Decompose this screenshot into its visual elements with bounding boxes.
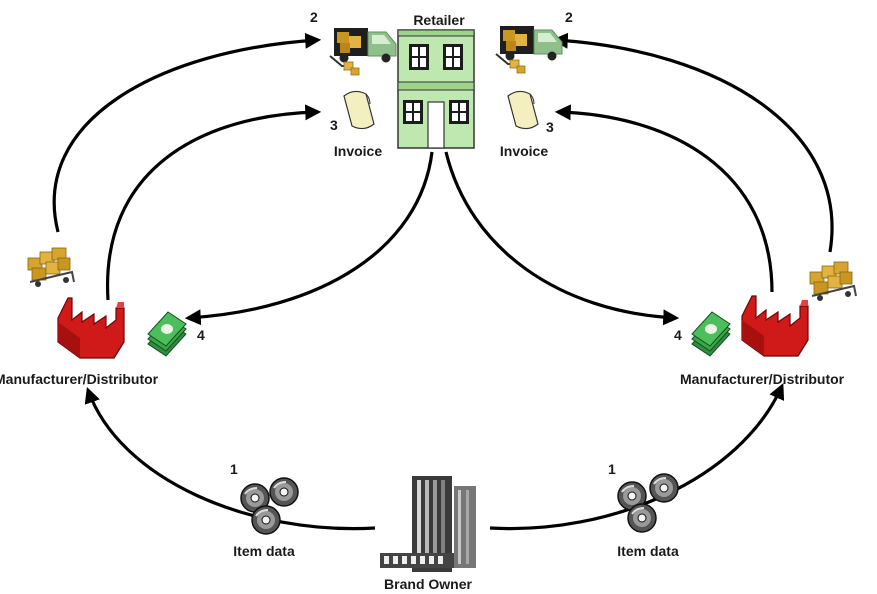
factory-icon — [57, 297, 125, 359]
step-number: 3 — [330, 117, 338, 133]
retail-store-icon — [397, 29, 475, 149]
crates-icon — [27, 247, 75, 288]
invoice-icon — [343, 90, 375, 130]
step-number: 1 — [608, 461, 616, 477]
flow-arrow-invoice-right — [554, 104, 774, 293]
invoice-label-left: Invoice — [334, 143, 382, 159]
step-number: 2 — [310, 9, 318, 25]
retailer-label: Retailer — [413, 12, 465, 28]
flow-arrow-item-data-left — [84, 386, 376, 531]
truck-icon — [495, 25, 563, 74]
truck-icon — [329, 27, 397, 76]
step-number: 1 — [230, 461, 238, 477]
manufacturer-label-left: Manufacturer/Distributor — [0, 371, 159, 387]
flow-arrow-shipment-right — [551, 32, 834, 253]
invoice-label-right: Invoice — [500, 143, 548, 159]
manufacturer-label-right: Manufacturer/Distributor — [680, 371, 845, 387]
brand-owner-label: Brand Owner — [384, 576, 472, 592]
step-number: 2 — [565, 9, 573, 25]
crates-icon — [809, 261, 857, 302]
invoice-icon — [507, 90, 539, 130]
item-data-label-left: Item data — [233, 543, 295, 559]
step-number: 4 — [197, 327, 205, 343]
step-number: 3 — [546, 119, 554, 135]
step-number: 4 — [674, 327, 682, 343]
factory-icon — [741, 295, 809, 357]
money-icon — [691, 311, 731, 357]
flow-arrow-payment-left — [184, 151, 434, 326]
office-building-icon — [380, 476, 476, 572]
money-icon — [147, 311, 187, 357]
flow-arrow-payment-right — [444, 151, 680, 326]
data-disc-icon — [240, 477, 299, 535]
flow-arrow-invoice-left — [105, 104, 322, 301]
item-data-label-right: Item data — [617, 543, 679, 559]
flow-arrow-shipment-left — [52, 32, 322, 233]
